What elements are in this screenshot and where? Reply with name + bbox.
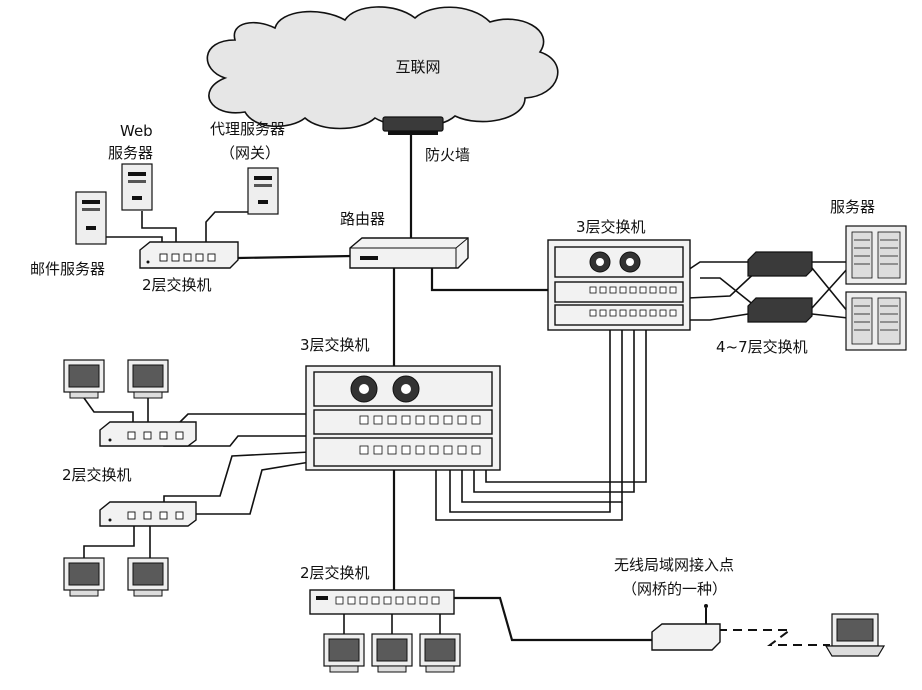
firewall-device — [382, 116, 444, 135]
pc-bottom-3 — [419, 633, 461, 673]
internet-label: 互联网 — [395, 58, 440, 76]
l3-switch-center-device — [305, 365, 501, 471]
l3-switch-right-label: 3层交换机 — [576, 218, 646, 236]
l2-switch-bottom-device — [309, 589, 455, 615]
servers-label: 服务器 — [830, 198, 875, 216]
pc-bottom-1 — [323, 633, 365, 673]
l47-switch-lower-device — [747, 297, 813, 323]
l2-switch-top-device — [139, 241, 239, 269]
pc-top-left-1 — [63, 359, 105, 399]
internet-cloud — [206, 6, 559, 130]
web-server-label-line2: 服务器 — [108, 144, 153, 162]
pc-top-left-2 — [127, 359, 169, 399]
pc-bottom-left-2 — [127, 557, 169, 597]
l2-switch-bottom-label: 2层交换机 — [300, 564, 370, 582]
cables — [83, 135, 849, 646]
l3-switch-right-device — [547, 239, 691, 331]
web-server-device — [121, 163, 153, 211]
pc-bottom-2 — [371, 633, 413, 673]
wireless-ap-label-line2: （网桥的一种） — [622, 580, 727, 598]
mail-server-device — [75, 191, 107, 245]
firewall-label: 防火墙 — [425, 146, 470, 164]
l47-switch-label: 4~7层交换机 — [716, 338, 808, 356]
l2-switch-top-label: 2层交换机 — [142, 276, 212, 294]
l3-switch-center-label: 3层交换机 — [300, 336, 370, 354]
proxy-server-label-line1: 代理服务器 — [210, 120, 285, 138]
l2-switch-left-2-device — [99, 501, 197, 527]
proxy-server-label-line2: （网关） — [220, 144, 280, 162]
laptop-device — [824, 613, 886, 657]
server-rack-lower — [845, 291, 907, 351]
mail-server-label: 邮件服务器 — [30, 260, 105, 278]
router-device — [349, 237, 469, 269]
l2-switch-left-1-device — [99, 421, 197, 447]
l2-switch-left-label: 2层交换机 — [62, 466, 132, 484]
proxy-server-device — [247, 167, 279, 215]
router-label: 路由器 — [340, 210, 385, 228]
l47-switch-upper-device — [747, 251, 813, 277]
wireless-ap-device — [651, 604, 721, 651]
web-server-label-line1: Web — [120, 122, 153, 140]
pc-bottom-left-1 — [63, 557, 105, 597]
wireless-ap-label-line1: 无线局域网接入点 — [614, 556, 734, 574]
server-rack-upper — [845, 225, 907, 285]
